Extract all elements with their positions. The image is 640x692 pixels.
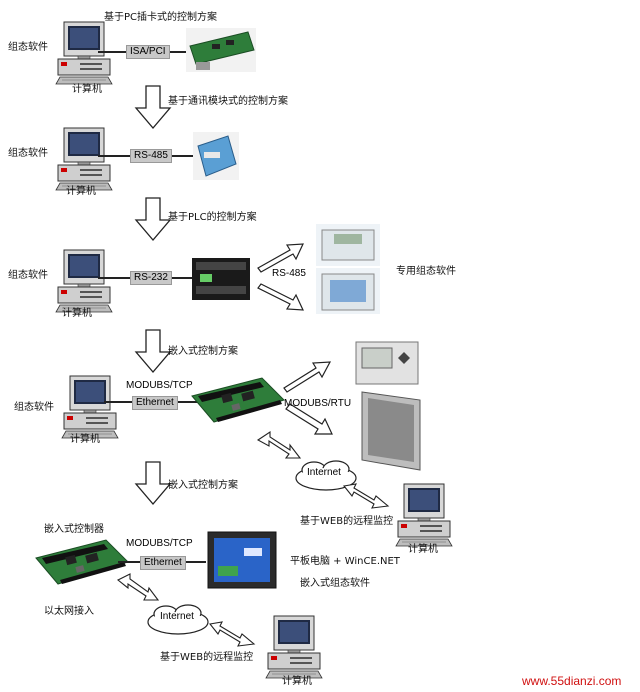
section4-bus-tag: Ethernet bbox=[132, 396, 178, 410]
touch-panel-device bbox=[361, 391, 421, 471]
section3-bus-tag: RS-232 bbox=[130, 271, 172, 285]
section4-title: 嵌入式控制方案 bbox=[168, 346, 238, 357]
section1-pc-label: 计算机 bbox=[72, 84, 102, 95]
section1-software-label: 组态软件 bbox=[8, 42, 48, 53]
down-arrow-4 bbox=[135, 461, 171, 505]
section5-bus-tag: Ethernet bbox=[140, 556, 186, 570]
section4-remote-pc-label: 计算机 bbox=[408, 544, 438, 555]
section3-rs485-label: RS-485 bbox=[272, 268, 306, 279]
section3-pc bbox=[55, 249, 113, 313]
plc-image bbox=[192, 258, 250, 300]
section5-title: 嵌入式控制方案 bbox=[168, 480, 238, 491]
section5-panel-label: 平板电脑 + WinCE.NET bbox=[290, 556, 400, 567]
section2-pc-label: 计算机 bbox=[66, 186, 96, 197]
section5-internet-label: Internet bbox=[160, 611, 194, 622]
pci-card-image bbox=[186, 28, 256, 72]
section5-remote-pc-label: 计算机 bbox=[282, 676, 312, 687]
small-hmi-device bbox=[355, 341, 419, 385]
comm-module-image bbox=[193, 132, 239, 180]
internet-link-5b bbox=[208, 621, 256, 647]
arrow-to-device-top bbox=[283, 361, 332, 393]
section2-pc bbox=[55, 127, 113, 191]
section1-bus-tag: ISA/PCI bbox=[126, 45, 170, 59]
arrow-to-hmi-top bbox=[257, 243, 304, 273]
arrow-to-device-bottom bbox=[285, 403, 333, 435]
section4-board bbox=[191, 377, 285, 423]
section4-web-label: 基于WEB的远程监控 bbox=[300, 516, 394, 527]
internet-link-5a bbox=[116, 573, 160, 601]
panel-pc-image bbox=[207, 531, 277, 589]
hmi-panel-bottom bbox=[316, 268, 380, 314]
section5-protocol-label: MODUBS/TCP bbox=[126, 538, 193, 549]
section3-pc-label: 计算机 bbox=[62, 308, 92, 319]
section4-software-label: 组态软件 bbox=[14, 402, 54, 413]
section4-pc-label: 计算机 bbox=[70, 434, 100, 445]
section1-title: 基于PC插卡式的控制方案 bbox=[104, 12, 218, 23]
down-arrow-3 bbox=[135, 329, 171, 373]
section2-bus-tag: RS-485 bbox=[130, 149, 172, 163]
section2-software-label: 组态软件 bbox=[8, 148, 48, 159]
section5-lan-label: 以太网接入 bbox=[44, 606, 94, 617]
section4-pc bbox=[61, 375, 119, 439]
section4-protocol-label: MODUBS/TCP bbox=[126, 380, 193, 391]
section4-rtu-label: MODUBS/RTU bbox=[284, 398, 352, 409]
section5-embedded-software-label: 嵌入式组态软件 bbox=[300, 578, 370, 589]
section3-hmi-software-label: 专用组态软件 bbox=[396, 266, 456, 277]
down-arrow-2 bbox=[135, 197, 171, 241]
watermark: www.55dianzi.com bbox=[522, 674, 622, 688]
section5-web-label: 基于WEB的远程监控 bbox=[160, 652, 254, 663]
internet-link-4a bbox=[256, 430, 302, 459]
section2-title: 基于通讯模块式的控制方案 bbox=[168, 96, 288, 107]
section5-board bbox=[35, 539, 129, 585]
hmi-panel-top bbox=[316, 224, 380, 266]
down-arrow-1 bbox=[135, 85, 171, 129]
arrow-to-hmi-bottom bbox=[257, 283, 304, 311]
section3-title: 基于PLC的控制方案 bbox=[168, 212, 257, 223]
section5-controller-label: 嵌入式控制器 bbox=[44, 524, 104, 535]
section4-internet-label: Internet bbox=[307, 467, 341, 478]
section4-remote-pc bbox=[395, 483, 453, 547]
internet-link-4b bbox=[342, 483, 390, 509]
section5-remote-pc bbox=[265, 615, 323, 679]
section3-software-label: 组态软件 bbox=[8, 270, 48, 281]
